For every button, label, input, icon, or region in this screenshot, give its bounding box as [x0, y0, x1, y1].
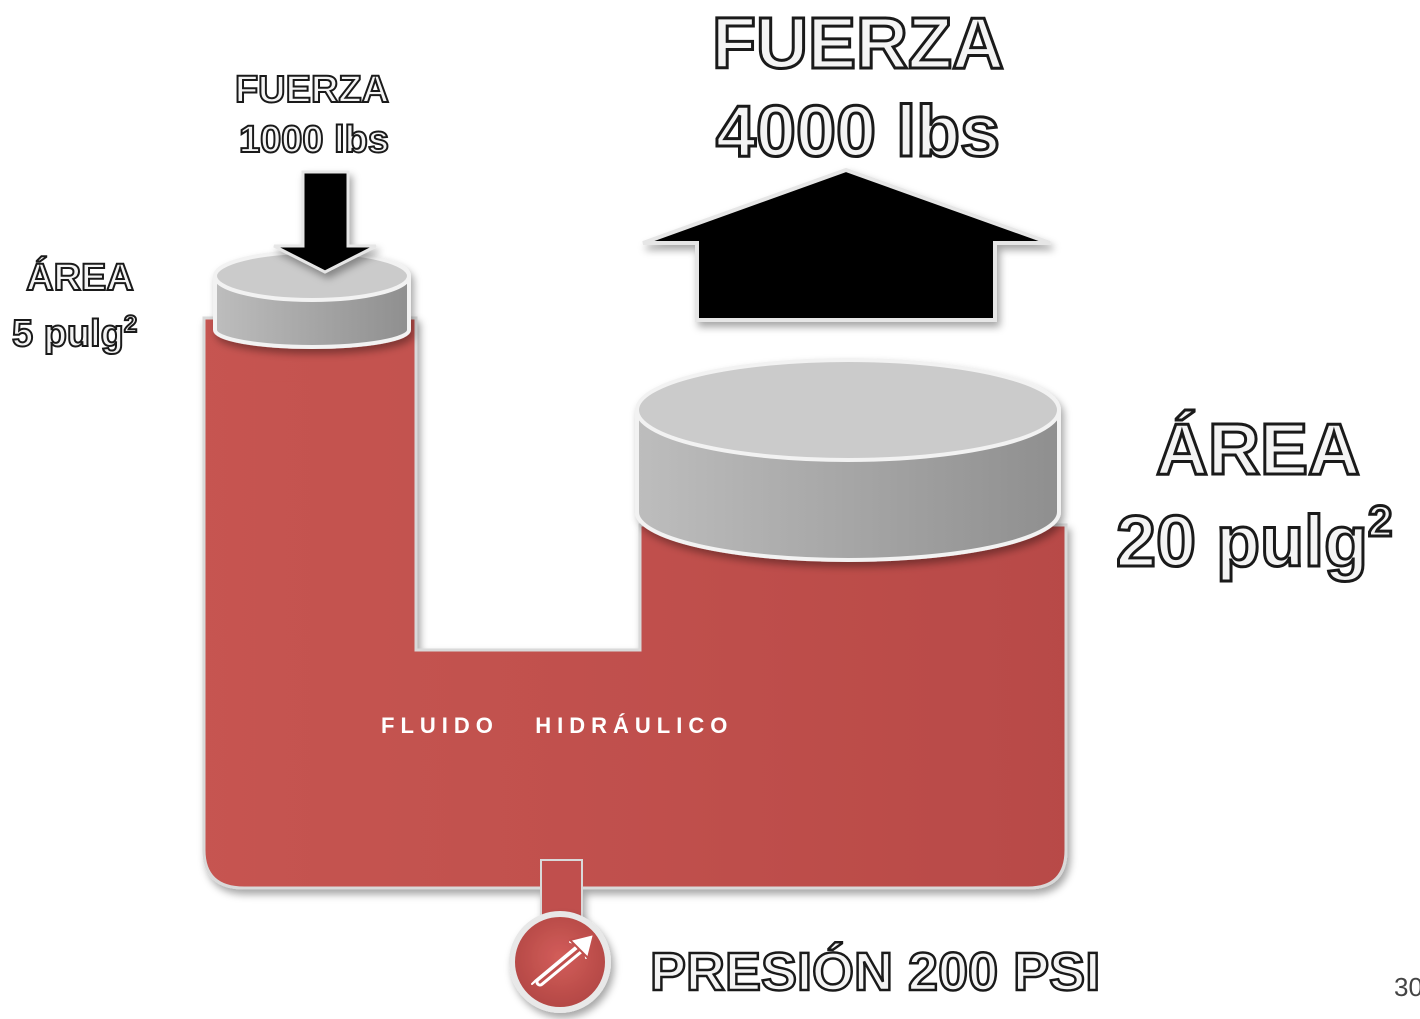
small-force-title: FUERZA — [235, 69, 389, 111]
fluid-body — [202, 316, 1068, 890]
small-area-exponent: 2 — [124, 311, 137, 338]
large-force-arrow — [642, 167, 1051, 322]
small-area-title: ÁREA — [26, 255, 134, 299]
small-force-value: 1000 lbs — [239, 119, 389, 161]
small-area-label: ÁREA 5 pulg2 — [11, 254, 138, 356]
large-area-value-line: 20 pulg2 — [1116, 497, 1393, 582]
large-piston — [635, 358, 1061, 562]
pressure-label: PRESIÓN 200 PSI — [650, 942, 1100, 1002]
large-force-label: FUERZA 4000 lbs — [711, 3, 1006, 174]
small-area-value: 5 pulg — [12, 313, 124, 355]
small-force-arrow — [273, 170, 377, 274]
large-area-title: ÁREA — [1156, 410, 1360, 490]
gauge-arrow-icon — [531, 933, 595, 987]
fluid-label: FLUIDO HIDRÁULICO — [381, 713, 733, 738]
pressure-gauge — [509, 911, 611, 1013]
large-area-label: ÁREA 20 pulg2 — [1115, 409, 1395, 584]
down-arrow-icon — [273, 170, 377, 274]
large-force-value: 4000 lbs — [716, 92, 1000, 172]
large-piston-top — [635, 358, 1061, 462]
up-arrow-icon — [642, 167, 1051, 322]
large-force-title: FUERZA — [712, 4, 1004, 84]
small-area-value-line: 5 pulg2 — [12, 311, 137, 355]
page-number: 30 — [1394, 972, 1420, 1002]
large-area-value: 20 pulg — [1116, 502, 1368, 582]
small-force-label: FUERZA 1000 lbs — [234, 68, 390, 162]
large-area-exponent: 2 — [1368, 497, 1392, 546]
